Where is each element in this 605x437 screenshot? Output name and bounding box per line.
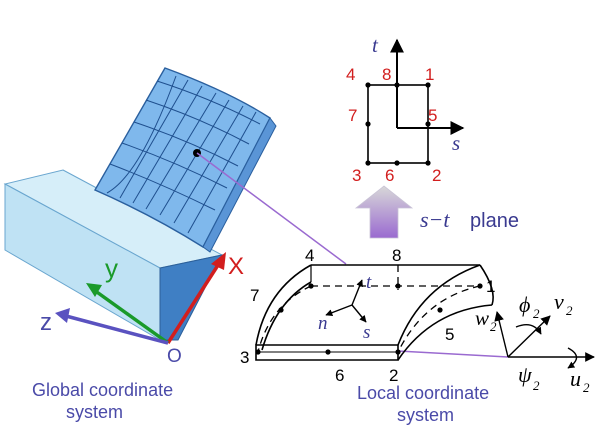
st-plane-label-word: plane — [470, 210, 519, 232]
y-axis-arrowhead — [86, 283, 102, 297]
local-node-4: 4 — [305, 246, 314, 265]
dof-psi-rotation — [567, 347, 578, 369]
local-node-3: 3 — [240, 348, 249, 367]
element-right-inner-curve — [397, 304, 493, 361]
st-plane-arrow — [354, 185, 414, 239]
local-t-label: t — [366, 272, 372, 293]
element-right-top-curve — [479, 264, 494, 306]
local-node-5: 5 — [445, 325, 454, 344]
local-node-6: 6 — [335, 366, 344, 385]
block-side-face — [159, 254, 223, 341]
local-n-label: n — [318, 313, 328, 334]
connector-node-to-dof — [397, 350, 509, 358]
y-axis — [92, 288, 170, 345]
global-caption-line1: Global coordinate — [32, 380, 173, 400]
element-front-slab — [255, 344, 399, 361]
dof-phi-sub: 2 — [533, 306, 540, 321]
connector-mesh-to-element — [196, 152, 347, 265]
x-axis-arrowhead — [211, 252, 226, 270]
z-axis-arrowhead — [55, 308, 70, 323]
element-right-outer-curve — [397, 264, 481, 346]
shell-mesh-lines — [106, 75, 261, 234]
dof-v-sub: 2 — [566, 303, 573, 318]
local-node-1: 1 — [486, 277, 495, 296]
z-axis-label: z — [40, 309, 52, 336]
local-s-label: s — [363, 322, 370, 343]
local-nst-axes — [325, 279, 367, 323]
local-node-8: 8 — [392, 246, 401, 265]
st-node-5: 5 — [428, 106, 437, 125]
element-left-inner-curve — [261, 281, 312, 351]
st-s-label: s — [452, 131, 460, 155]
local-node-7: 7 — [250, 286, 259, 305]
dof-w-sub: 2 — [490, 319, 497, 334]
st-node-8: 8 — [382, 65, 391, 84]
element-left-outer-curve — [255, 264, 312, 346]
st-node-7: 7 — [348, 106, 357, 125]
dof-u-sub: 2 — [583, 380, 590, 395]
st-node-6: 6 — [385, 166, 394, 185]
dof-w-label: w — [475, 306, 489, 330]
dof-psi-label: ψ — [518, 362, 532, 387]
y-axis-label: y — [105, 253, 118, 283]
st-plane: t s 1 2 3 4 5 6 7 8 — [346, 33, 465, 185]
x-axis — [166, 261, 222, 344]
dof-v-label: v — [554, 289, 564, 314]
st-t-label: t — [372, 33, 379, 57]
st-plane-label-math: s−t — [420, 207, 450, 232]
dof-w-axis — [494, 311, 509, 358]
dof-u-label: u — [570, 366, 581, 391]
local-node-2: 2 — [389, 366, 398, 385]
dof-psi-sub: 2 — [533, 378, 540, 393]
x-axis-label: X — [228, 253, 244, 280]
local-caption-line2: system — [397, 405, 454, 425]
st-node-2: 2 — [432, 166, 441, 185]
dof-v-axis — [507, 315, 551, 358]
st-node-4: 4 — [346, 65, 355, 84]
st-node-dots — [365, 82, 431, 166]
global-caption-line2: system — [66, 402, 123, 422]
st-node-3: 3 — [352, 166, 361, 185]
global-model — [3, 67, 277, 341]
origin-label: O — [167, 346, 182, 367]
local-caption-line1: Local coordinate — [357, 383, 489, 403]
st-node-1: 1 — [425, 65, 434, 84]
nodal-dof — [494, 311, 595, 369]
z-axis — [65, 314, 169, 345]
global-axes — [55, 252, 226, 345]
dof-phi-rotation — [515, 324, 542, 335]
local-shell-element — [255, 264, 494, 361]
dof-phi-label: ϕ — [519, 292, 530, 317]
element-node-dots — [255, 283, 483, 355]
